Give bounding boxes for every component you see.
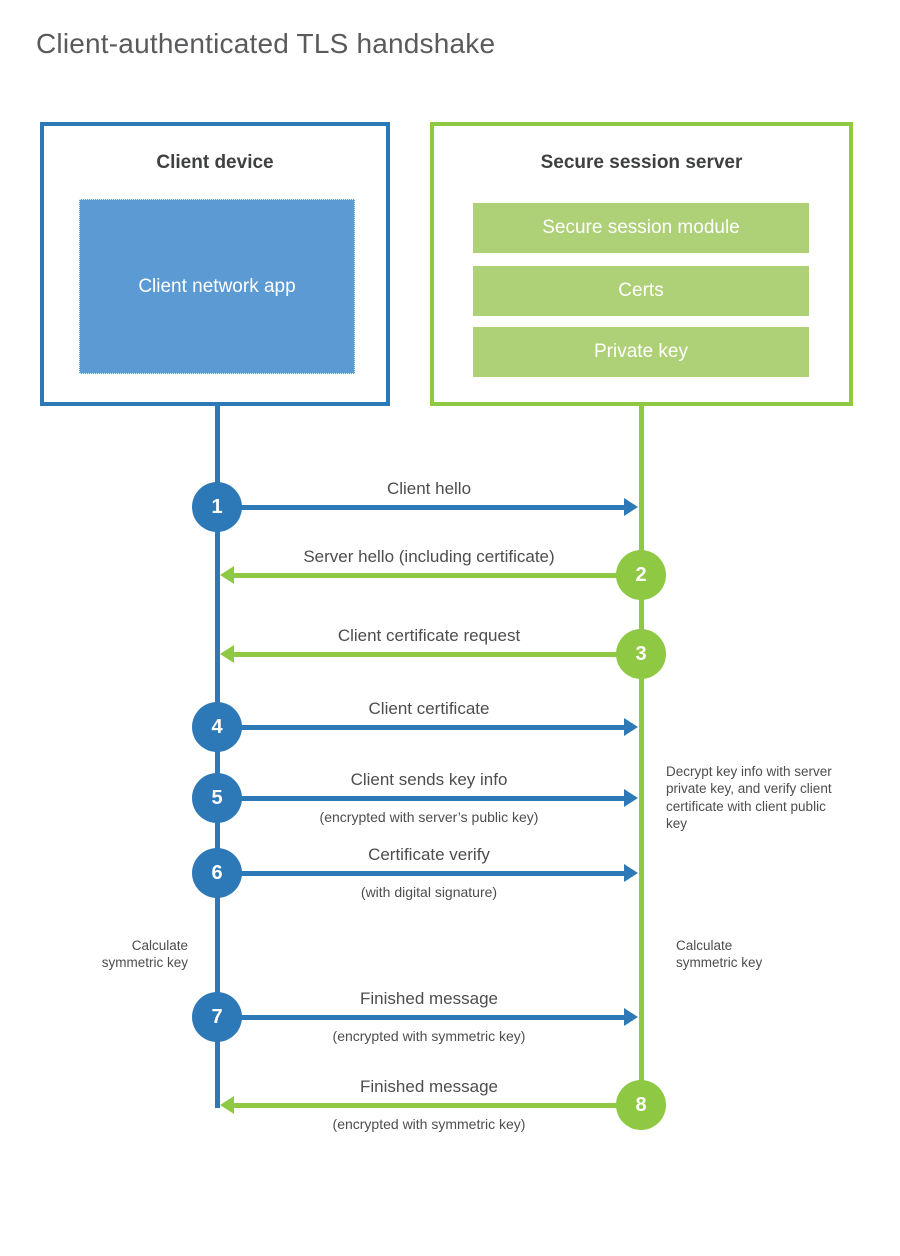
client-network-app-box: Client network app — [79, 199, 355, 374]
message-label-7: Finished message — [360, 989, 498, 1008]
message-sublabel-5: (encrypted with server’s public key) — [319, 809, 539, 825]
client-device-box: Client device Client network app — [40, 122, 390, 406]
message-arrowhead-1 — [624, 498, 638, 516]
step-circle-3: 3 — [616, 629, 666, 679]
message-arrow-line-5 — [217, 795, 624, 801]
message-label-6: Certificate verify — [368, 845, 490, 864]
decrypt-note: Decrypt key info with server private key… — [666, 764, 832, 831]
message-label-4: Client certificate — [368, 699, 490, 718]
step-circle-5: 5 — [192, 773, 242, 823]
message-arrow-line-2 — [234, 572, 641, 578]
secure-session-server-box: Secure session server Secure session mod… — [430, 122, 853, 406]
client-device-title: Client device — [156, 152, 274, 173]
message-arrow-line-7 — [217, 1014, 624, 1020]
message-arrowhead-5 — [624, 789, 638, 807]
server-module-certs: Certs — [473, 266, 809, 316]
message-sublabel-7: (encrypted with symmetric key) — [332, 1028, 526, 1044]
step-circle-7: 7 — [192, 992, 242, 1042]
server-module-private-key: Private key — [473, 327, 809, 377]
message-arrow-line-4 — [217, 724, 624, 730]
message-label-3: Client certificate request — [337, 626, 521, 645]
page-title: Client-authenticated TLS handshake — [36, 28, 496, 59]
calc-left-note: Calculate symmetric key — [101, 938, 188, 971]
message-arrow-line-6 — [217, 870, 624, 876]
step-circle-4: 4 — [192, 702, 242, 752]
message-label-5: Client sends key info — [350, 770, 508, 789]
message-sublabel-8: (encrypted with symmetric key) — [332, 1116, 526, 1132]
message-arrowhead-6 — [624, 864, 638, 882]
message-label-8: Finished message — [360, 1077, 498, 1096]
step-circle-1: 1 — [192, 482, 242, 532]
message-arrow-line-3 — [234, 651, 641, 657]
message-arrowhead-4 — [624, 718, 638, 736]
step-circle-8: 8 — [616, 1080, 666, 1130]
client-network-app-label: Client network app — [138, 275, 296, 297]
message-arrowhead-2 — [220, 566, 234, 584]
calc-right-note: Calculate symmetric key — [676, 938, 763, 971]
message-arrow-line-1 — [217, 504, 624, 510]
message-arrowhead-8 — [220, 1096, 234, 1114]
message-label-1: Client hello — [386, 479, 472, 498]
message-sublabel-6: (with digital signature) — [360, 884, 498, 900]
secure-session-server-title: Secure session server — [540, 152, 743, 173]
step-circle-2: 2 — [616, 550, 666, 600]
client-lifeline — [215, 405, 220, 1108]
message-label-2: Server hello (including certificate) — [303, 547, 555, 566]
message-arrow-line-8 — [234, 1102, 641, 1108]
step-circle-6: 6 — [192, 848, 242, 898]
message-arrowhead-3 — [220, 645, 234, 663]
server-lifeline — [639, 405, 644, 1108]
server-module-secure-session: Secure session module — [473, 203, 809, 253]
message-arrowhead-7 — [624, 1008, 638, 1026]
